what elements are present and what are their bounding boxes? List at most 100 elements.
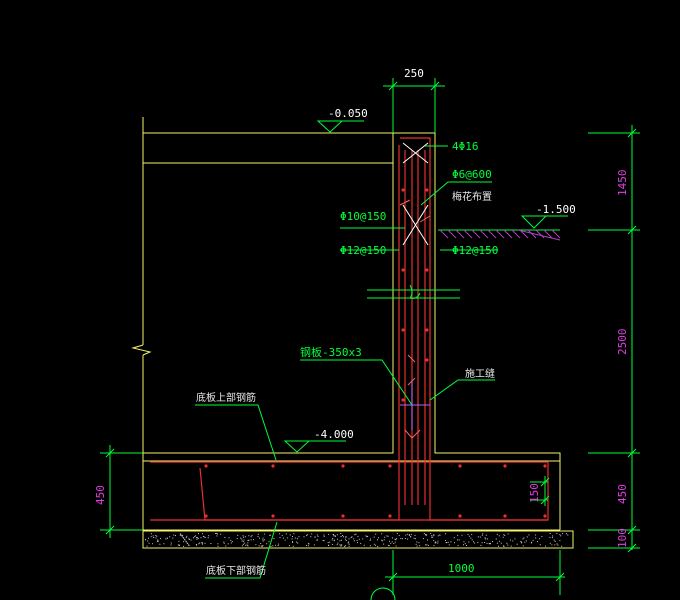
cushion-speck [414, 538, 416, 540]
cushion-speck [348, 543, 350, 545]
cushion-speck [175, 535, 176, 537]
cushion-speck [394, 538, 396, 540]
rebar-dot [401, 188, 405, 192]
cushion-speck [193, 537, 194, 539]
label-outer-horizontal: Φ12@150 [452, 244, 498, 257]
ground-hatch-line [455, 229, 465, 239]
cushion-speck [427, 544, 429, 546]
ground-hatch-line [439, 229, 449, 239]
cushion-speck [393, 543, 395, 544]
cushion-speck [400, 538, 402, 540]
cushion-speck [539, 544, 541, 546]
rebar-dot [204, 514, 208, 518]
cushion-speck [464, 543, 466, 545]
cushion-speck [152, 543, 154, 545]
cushion-speck [559, 540, 561, 542]
cushion-speck [288, 545, 290, 547]
cushion-speck [528, 534, 530, 536]
cushion-speck [351, 536, 353, 538]
cushion-speck [296, 538, 298, 540]
rebar-dot [401, 398, 405, 402]
cushion-speck [468, 535, 470, 537]
cushion-speck [292, 545, 294, 547]
cushion-speck [495, 538, 497, 540]
cushion-speck [303, 536, 305, 538]
cushion-speck [524, 541, 526, 543]
cushion-speck [510, 545, 512, 547]
cushion-speck [353, 540, 355, 542]
cushion-speck [551, 544, 553, 546]
cushion-speck [333, 535, 335, 537]
cushion-speck [559, 534, 561, 536]
cushion-speck [266, 543, 268, 545]
cushion-speck [244, 536, 246, 538]
cushion-speck [156, 535, 158, 537]
cushion-speck [145, 538, 146, 540]
cushion-speck [340, 545, 342, 547]
cushion-speck [437, 542, 439, 544]
cushion-speck [182, 534, 184, 536]
label-slab-top-rebar: 底板上部钢筋 [196, 391, 256, 404]
cushion-speck [535, 534, 537, 536]
cushion-speck [551, 537, 553, 539]
cushion-speck [370, 545, 371, 547]
cushion-speck [194, 536, 196, 538]
cushion-speck [554, 544, 556, 546]
cushion-speck [306, 534, 308, 536]
cushion-speck [425, 535, 427, 536]
cushion-speck [201, 543, 203, 545]
cushion-speck [485, 538, 487, 540]
dim-waterstop-gap: 150 [528, 483, 541, 503]
cushion-speck [482, 533, 484, 535]
cushion-speck [278, 543, 280, 545]
cushion-speck [150, 536, 152, 538]
cushion-layer [142, 530, 574, 549]
cushion-speck [477, 536, 479, 538]
cushion-speck [339, 540, 341, 542]
cushion-speck [354, 534, 356, 536]
cushion-speck [251, 534, 253, 536]
cushion-speck [185, 537, 187, 539]
cushion-speck [247, 542, 249, 544]
top-slab-bottom-edge [143, 162, 394, 454]
ground-hatch-line [447, 229, 457, 239]
cushion-speck [381, 539, 383, 541]
dim-base-thickness-left: 450 [94, 485, 107, 505]
label-slab-bottom-rebar: 底板下部钢筋 [206, 564, 266, 577]
rebar-dot [271, 464, 275, 468]
cushion-speck [262, 545, 264, 547]
cushion-speck [484, 537, 486, 539]
cushion-speck [269, 535, 271, 536]
cushion-speck [188, 544, 190, 546]
cushion-speck [316, 539, 318, 541]
cushion-speck [185, 540, 187, 542]
cushion-speck [492, 541, 493, 542]
cushion-speck [479, 536, 481, 538]
cushion-speck [415, 543, 417, 545]
cushion-speck [204, 542, 206, 544]
cushion-speck [264, 539, 266, 541]
cushion-speck [503, 534, 505, 536]
elevation-markers [283, 120, 568, 453]
cushion-speck [418, 542, 420, 544]
cushion-speck [292, 536, 293, 537]
cushion-speck [199, 542, 201, 544]
cushion-speck [155, 537, 157, 539]
rebar-dot [503, 464, 507, 468]
cushion-speck [287, 537, 289, 539]
cushion-speck [538, 538, 540, 540]
cushion-speck [502, 536, 504, 538]
cushion-speck [457, 545, 459, 547]
cushion-speck [450, 541, 452, 543]
ground-hatch-line [471, 229, 481, 239]
cushion-speck [396, 538, 398, 540]
cushion-speck [468, 541, 470, 543]
cushion-speck [255, 544, 257, 546]
cushion-speck [445, 533, 447, 535]
cushion-speck [405, 534, 407, 536]
cross-mark-middle [402, 204, 429, 246]
cushion-speck [201, 542, 203, 544]
cushion-speck [496, 533, 498, 535]
cushion-speck [432, 536, 434, 538]
cushion-speck [549, 542, 551, 544]
